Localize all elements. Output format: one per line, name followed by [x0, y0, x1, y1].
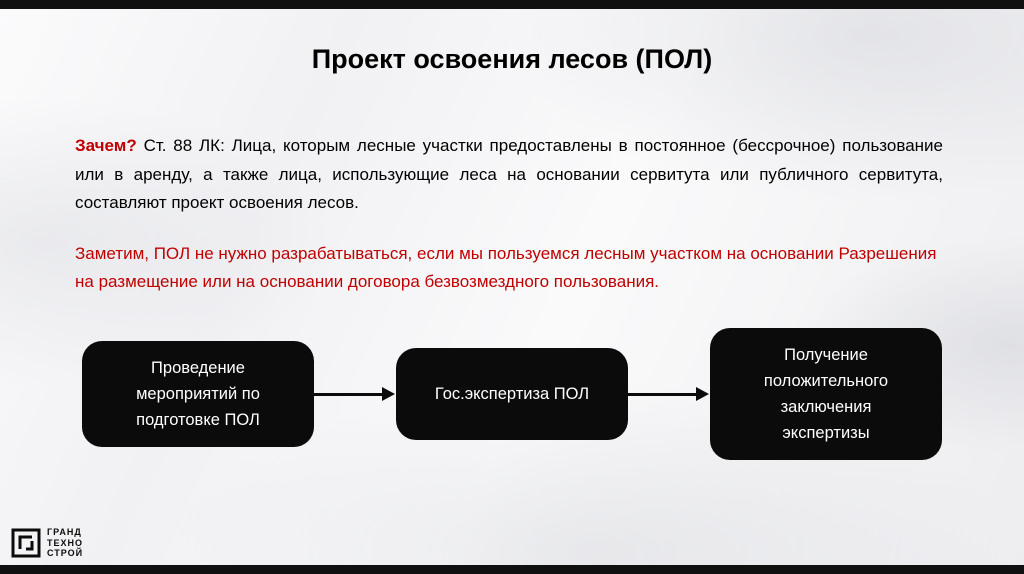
slide-title: Проект освоения лесов (ПОЛ)	[311, 44, 713, 74]
why-lead: Зачем?	[75, 136, 137, 155]
company-logo-text: ГРАНД ТЕХНО СТРОЙ	[47, 527, 83, 559]
arrow-shaft	[628, 392, 696, 396]
arrow-head	[696, 387, 709, 401]
top-black-bar	[0, 0, 1024, 9]
flow-step-conclusion: Получение положительного заключения эксп…	[710, 328, 942, 460]
logo-text-line-2: ТЕХНО	[47, 537, 84, 548]
bottom-black-bar	[0, 565, 1024, 574]
flow-step-preparation: Проведение мероприятий по подготовке ПОЛ	[82, 341, 314, 447]
arrow-right-icon	[628, 387, 710, 401]
logo-text-line-1: ГРАНД	[47, 527, 82, 538]
flow-step-expertise: Гос.экспертиза ПОЛ	[396, 348, 628, 440]
arrow-head	[382, 387, 395, 401]
why-text: Ст. 88 ЛК: Лица, которым лесные участки …	[75, 136, 943, 212]
arrow-right-icon	[314, 387, 396, 401]
company-logo: ГРАНД ТЕХНО СТРОЙ	[10, 527, 83, 559]
arrow-shaft	[314, 392, 382, 396]
company-logo-icon	[11, 528, 41, 558]
slide-body-text: Зачем? Ст. 88 ЛК: Лица, которым лесные у…	[75, 132, 943, 297]
note-paragraph: Заметим, ПОЛ не нужно разрабатываться, е…	[75, 243, 937, 292]
why-paragraph: Зачем? Ст. 88 ЛК: Лица, которым лесные у…	[75, 132, 943, 218]
flowchart: Проведение мероприятий по подготовке ПОЛ…	[0, 328, 1024, 460]
logo-text-line-3: СТРОЙ	[47, 548, 84, 559]
